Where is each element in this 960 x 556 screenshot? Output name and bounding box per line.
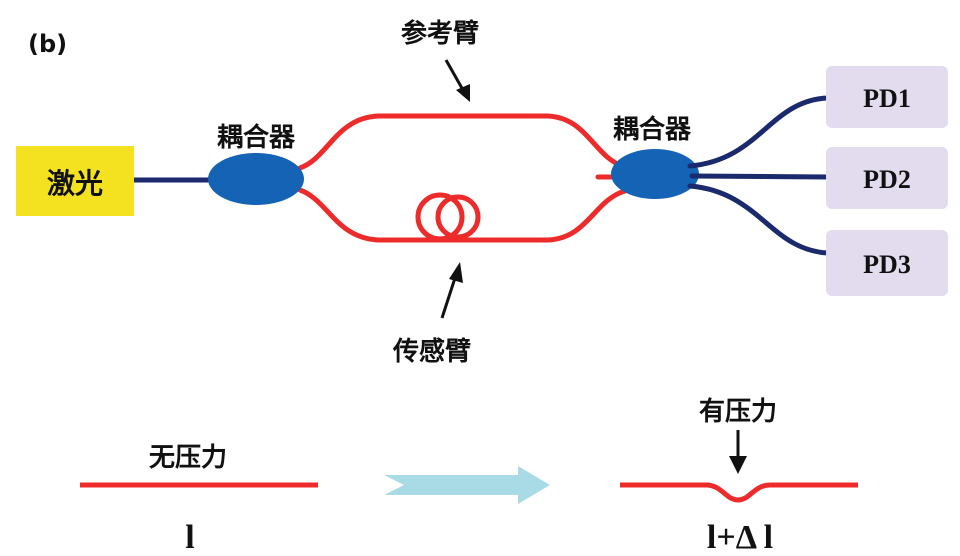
with-pressure-length: l+Δ l	[707, 519, 773, 556]
detector-label: PD2	[863, 165, 911, 194]
pressure-arrow	[729, 430, 747, 474]
right-coupler	[611, 149, 699, 199]
detector-box	[826, 230, 948, 296]
fiber-coil-outer	[415, 192, 465, 242]
sensing-arm-arrow	[440, 262, 463, 319]
no-pressure-label: 无压力	[149, 443, 227, 473]
reference-arm-fiber	[297, 113, 628, 171]
reference-arm-arrow	[444, 59, 470, 102]
with-pressure-label: 有压力	[699, 397, 777, 427]
detector-box	[826, 147, 948, 209]
detector-label: PD3	[863, 250, 911, 279]
output-fiber-pd3	[687, 183, 831, 256]
laser-box	[16, 146, 134, 216]
transition-arrow	[384, 466, 550, 504]
detector-label: PD1	[863, 84, 911, 113]
sensing-arm-fiber	[297, 187, 628, 243]
left-coupler-label: 耦合器	[217, 122, 296, 153]
panel-label: (b)	[28, 30, 67, 58]
output-fibers	[687, 95, 831, 256]
sensing-arm-label: 传感臂	[392, 337, 471, 367]
detector-pd2: PD2	[826, 147, 948, 209]
no-pressure-length: l	[185, 519, 194, 556]
right-coupler-label: 耦合器	[613, 114, 692, 145]
fiber-coil-inner	[435, 194, 481, 240]
output-fiber-pd1	[687, 95, 831, 169]
detector-pd3: PD3	[826, 230, 948, 296]
output-fiber-pd2	[689, 173, 831, 180]
with-pressure-fiber	[620, 482, 858, 503]
interferometer-arms	[297, 113, 631, 243]
left-coupler	[208, 153, 304, 205]
laser-label: 激光	[47, 167, 103, 200]
detector-pd1: PD1	[826, 66, 948, 128]
detector-box	[826, 66, 948, 128]
reference-arm-label: 参考臂	[401, 18, 479, 49]
